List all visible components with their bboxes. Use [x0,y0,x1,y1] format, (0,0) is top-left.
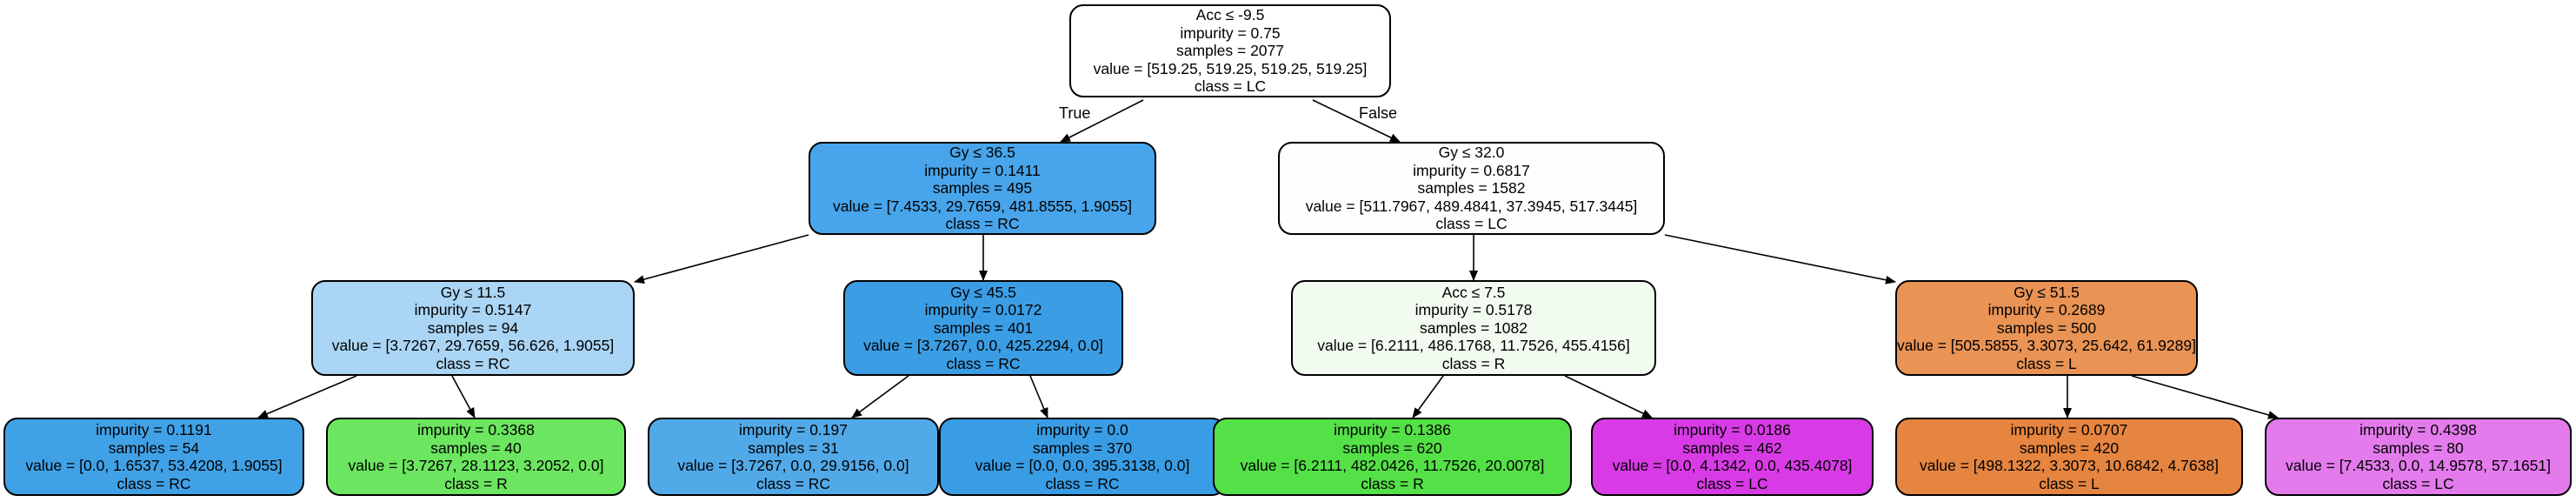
edge-label-true: True [1059,104,1091,122]
edge-n0-n2 [1312,99,1401,143]
node-condition: Gy ≤ 11.5 [440,283,506,301]
node-class: class = RC [436,354,510,372]
node-condition: Acc ≤ -9.5 [1195,6,1265,24]
node-impurity: impurity = 0.5147 [414,301,532,319]
edge-n6-n14 [2131,375,2279,419]
node-samples: samples = 620 [1342,438,1442,457]
node-class: class = R [444,474,508,492]
node-impurity: impurity = 0.1411 [924,161,1041,179]
node-samples: samples = 401 [933,318,1034,337]
node-impurity: impurity = 0.1191 [96,421,212,438]
node-value: value = [6.2111, 486.1768, 11.7526, 455.… [1317,337,1630,355]
node-class: class = L [2016,354,2077,372]
edge-n5-n11 [1412,375,1444,418]
node-class: class = RC [945,215,1020,233]
node-samples: samples = 495 [932,179,1033,197]
node-samples: samples = 500 [1996,318,2097,337]
node-samples: samples = 80 [2373,438,2464,457]
edge-n1-n3 [634,234,809,284]
node-impurity: impurity = 0.0172 [924,301,1042,319]
node-value: value = [519.25, 519.25, 519.25, 519.25] [1093,59,1368,77]
node-class: class = RC [1045,474,1120,492]
node-impurity: impurity = 0.0 [1036,421,1128,438]
node-class: class = LC [1194,77,1267,96]
node-value: value = [7.4533, 29.7659, 481.8555, 1.90… [833,197,1132,215]
node-value: value = [511.7967, 489.4841, 37.3945, 51… [1305,197,1638,215]
node-samples: samples = 420 [2019,438,2120,457]
node-impurity: impurity = 0.2689 [1987,301,2106,319]
node-impurity: impurity = 0.3368 [417,421,535,438]
node-samples: samples = 40 [430,438,522,457]
node-class: class = LC [1435,215,1508,233]
node-samples: samples = 2077 [1175,42,1285,60]
node-value: value = [3.7267, 28.1123, 3.2052, 0.0] [348,457,604,474]
node-value: value = [505.5855, 3.3073, 25.642, 61.92… [1897,337,2196,355]
node-samples: samples = 54 [108,438,200,457]
node-impurity: impurity = 0.0707 [2010,421,2128,438]
node-class: class = RC [755,474,831,492]
node-condition: Gy ≤ 51.5 [2014,283,2080,301]
node-value: value = [3.7267, 29.7659, 56.626, 1.9055… [331,337,615,355]
edge-n4-n10 [1029,375,1048,418]
edge-label-false: False [1359,104,1398,122]
edge-n2-n6 [1664,234,1896,284]
node-impurity: impurity = 0.75 [1180,23,1281,42]
node-class: class = LC [1696,474,1768,492]
node-value: value = [6.2111, 482.0426, 11.7526, 20.0… [1240,457,1545,474]
edge-n4-n9 [851,375,909,418]
node-value: value = [0.0, 1.6537, 53.4208, 1.9055] [25,457,283,474]
edge-n3-n8 [451,375,476,418]
node-impurity: impurity = 0.197 [739,421,848,438]
node-samples: samples = 1082 [1419,318,1528,337]
node-samples: samples = 370 [1032,438,1133,457]
node-class: class = R [1361,474,1424,492]
node-samples: samples = 1582 [1417,179,1526,197]
node-condition: Gy ≤ 36.5 [949,144,1015,162]
node-impurity: impurity = 0.5178 [1414,301,1533,319]
node-class: class = RC [946,354,1021,372]
node-value: value = [7.4533, 0.0, 14.9578, 57.1651] [2285,457,2552,474]
node-value: value = [0.0, 4.1342, 0.0, 435.4078] [1612,457,1853,474]
node-class: class = RC [116,474,191,492]
node-value: value = [3.7267, 0.0, 29.9156, 0.0] [677,457,909,474]
edge-n5-n12 [1564,375,1653,418]
node-class: class = L [2039,474,2100,492]
node-samples: samples = 31 [748,438,839,457]
node-impurity: impurity = 0.6817 [1413,161,1530,179]
node-value: value = [0.0, 0.0, 395.3138, 0.0] [975,457,1190,474]
node-class: class = R [1441,354,1506,372]
node-samples: samples = 94 [427,318,519,337]
node-impurity: impurity = 0.0186 [1674,421,1791,438]
node-condition: Acc ≤ 7.5 [1441,283,1506,301]
node-value: value = [3.7267, 0.0, 425.2294, 0.0] [863,337,1103,355]
node-class: class = LC [2382,474,2454,492]
node-samples: samples = 462 [1682,438,1782,457]
edge-n0-n1 [1060,99,1144,143]
node-impurity: impurity = 0.1386 [1334,421,1451,438]
node-condition: Gy ≤ 32.0 [1438,144,1505,162]
node-impurity: impurity = 0.4398 [2360,421,2477,438]
node-condition: Gy ≤ 45.5 [950,283,1016,301]
node-value: value = [498.1322, 3.3073, 10.6842, 4.76… [1920,457,2219,474]
edge-n3-n7 [257,375,357,418]
